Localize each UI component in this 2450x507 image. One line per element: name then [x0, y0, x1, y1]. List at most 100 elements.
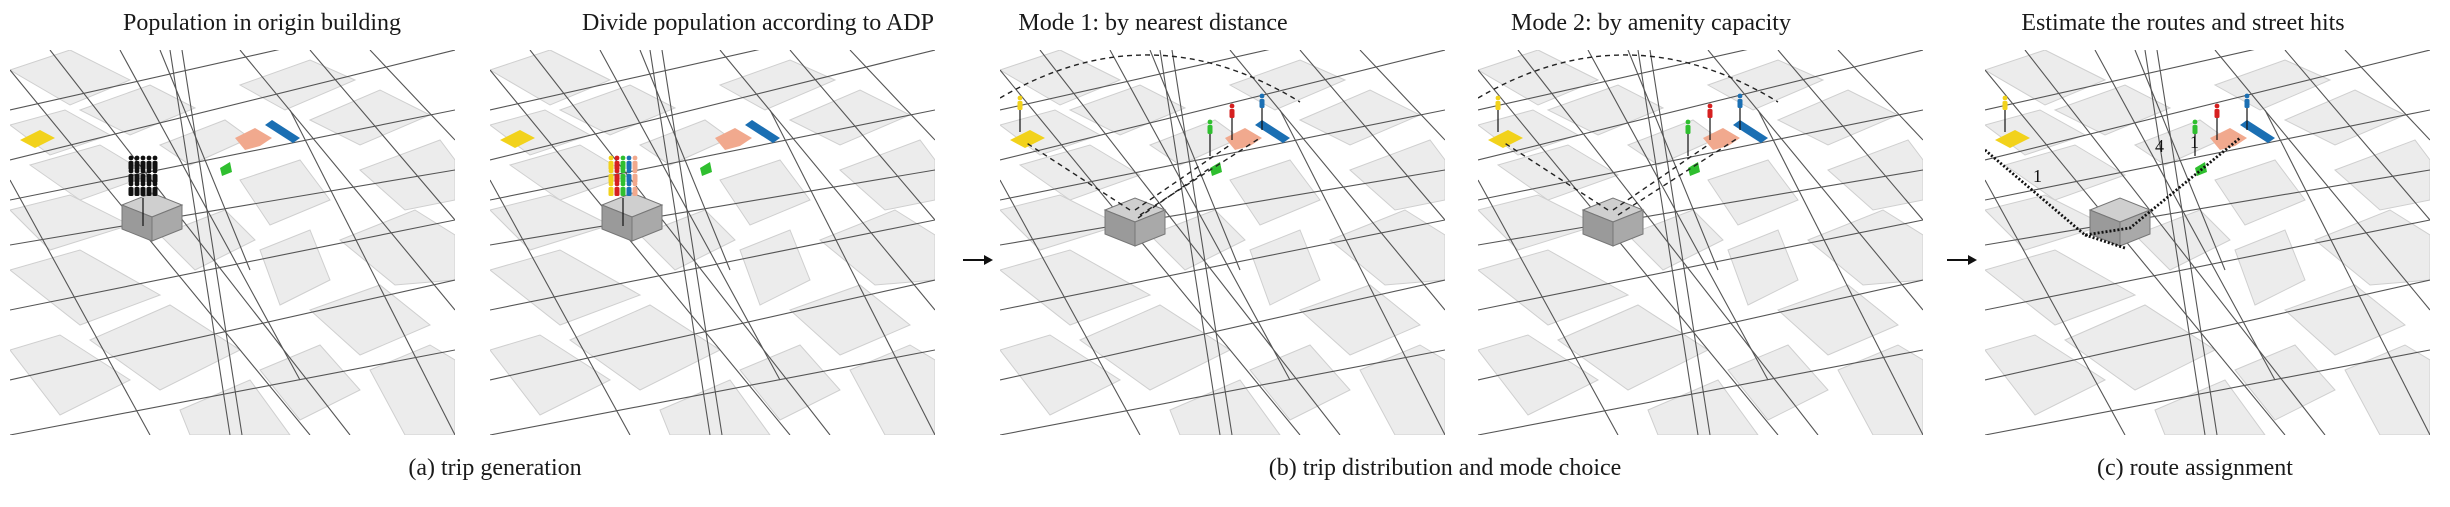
street-line [10, 169, 455, 246]
trip-to-yellow [1024, 141, 1131, 211]
panel-title-mode2: Mode 2: by amenity capacity [1511, 10, 1791, 36]
street-line [1707, 50, 1923, 311]
street-line [1985, 50, 2430, 161]
street-line [490, 69, 791, 435]
destination-green-icon [1685, 119, 1691, 156]
street-line [1478, 169, 1923, 246]
street-line [159, 50, 251, 271]
city-block [359, 139, 455, 211]
city-block [2344, 344, 2430, 435]
city-block [309, 284, 431, 356]
street-line [1000, 349, 1445, 435]
street-line [2156, 50, 2218, 435]
city-block [558, 84, 677, 136]
city-block [2314, 209, 2430, 286]
city-block [1148, 119, 1241, 166]
city-block [1985, 249, 2137, 326]
amenity-pink-icon [1225, 128, 1262, 150]
city-block [2284, 284, 2406, 356]
street-network [1985, 50, 2430, 435]
city-block [1985, 50, 2107, 106]
street-line [490, 179, 631, 435]
street-line [1299, 50, 1445, 221]
city-block [490, 50, 612, 106]
city-block [10, 50, 132, 106]
origin-building-icon [120, 192, 184, 242]
city-block [1000, 334, 1122, 416]
amenity-pink-icon [235, 128, 272, 150]
trip-to-yellow [1502, 141, 1609, 211]
street-line [2094, 50, 2276, 381]
amenity-yellow-icon [500, 130, 535, 148]
street-line [10, 279, 455, 381]
city-blocks [1478, 50, 1923, 435]
route-hit-count: 1 [2190, 132, 2199, 152]
caption-route-assignment: (c) route assignment [2097, 455, 2293, 481]
street-line [2344, 50, 2430, 141]
street-line [1000, 219, 1445, 311]
street-line [2134, 50, 2226, 271]
city-block [1478, 50, 1600, 106]
street-line [239, 50, 455, 311]
amenity-green-icon [1688, 162, 1700, 176]
city-block [10, 249, 162, 326]
street-line [1985, 179, 2126, 435]
caption-trip-generation: (a) trip generation [408, 455, 582, 481]
city-block [259, 229, 331, 306]
city-block [1707, 159, 1799, 226]
city-block [78, 84, 197, 136]
panel-title-routes: Estimate the routes and street hits [2021, 10, 2345, 36]
street-line [719, 50, 935, 311]
long-trip-curve [1000, 54, 1301, 103]
city-block [1359, 344, 1445, 435]
street-line [10, 50, 455, 161]
panel-mode-1 [1000, 50, 1445, 435]
city-block [1249, 229, 1321, 306]
destination-yellow-icon [1495, 95, 1501, 132]
city-block [1807, 209, 1923, 286]
destination-blue-icon [1259, 93, 1265, 130]
destination-yellow-icon [1017, 95, 1023, 132]
panel-title-mode1: Mode 1: by nearest distance [1018, 10, 1288, 36]
city-block [2154, 379, 2266, 435]
city-block [1827, 139, 1923, 211]
city-block [1546, 84, 1665, 136]
street-line [1985, 69, 2286, 435]
route-path [1985, 136, 2241, 237]
origin-building-icon [600, 192, 664, 242]
street-line [1000, 279, 1445, 381]
city-block [789, 284, 911, 356]
street-line [1757, 109, 1923, 435]
street-line [490, 50, 935, 161]
city-block [259, 344, 361, 421]
street-line [1985, 109, 2430, 201]
street-network [490, 50, 935, 435]
city-block [2334, 139, 2430, 211]
city-block [238, 59, 357, 111]
amenity-pink-icon [1703, 128, 1740, 150]
city-block [1229, 159, 1321, 226]
amenity-yellow-icon [1995, 130, 2030, 148]
amenity-green-icon [220, 162, 232, 176]
street-network [1000, 50, 1445, 435]
city-block [1169, 379, 1281, 435]
stage-arrow-icon [963, 255, 993, 265]
amenity-green-icon [1210, 162, 1222, 176]
trip-to-blue [1617, 137, 1739, 216]
street-line [289, 109, 455, 435]
population-icon [608, 155, 638, 226]
street-line [661, 50, 723, 435]
street-line [1359, 50, 1445, 141]
city-block [490, 249, 642, 326]
city-block [1349, 139, 1445, 211]
amenity-pink-icon [715, 128, 752, 150]
city-block [659, 379, 771, 435]
city-block [1299, 284, 1421, 356]
panel-mode-2 [1478, 50, 1923, 435]
destination-red-icon [2214, 103, 2220, 140]
street-line [309, 50, 455, 221]
street-line [169, 50, 231, 435]
city-block [1837, 344, 1923, 435]
trip-to-green [1137, 167, 1211, 219]
